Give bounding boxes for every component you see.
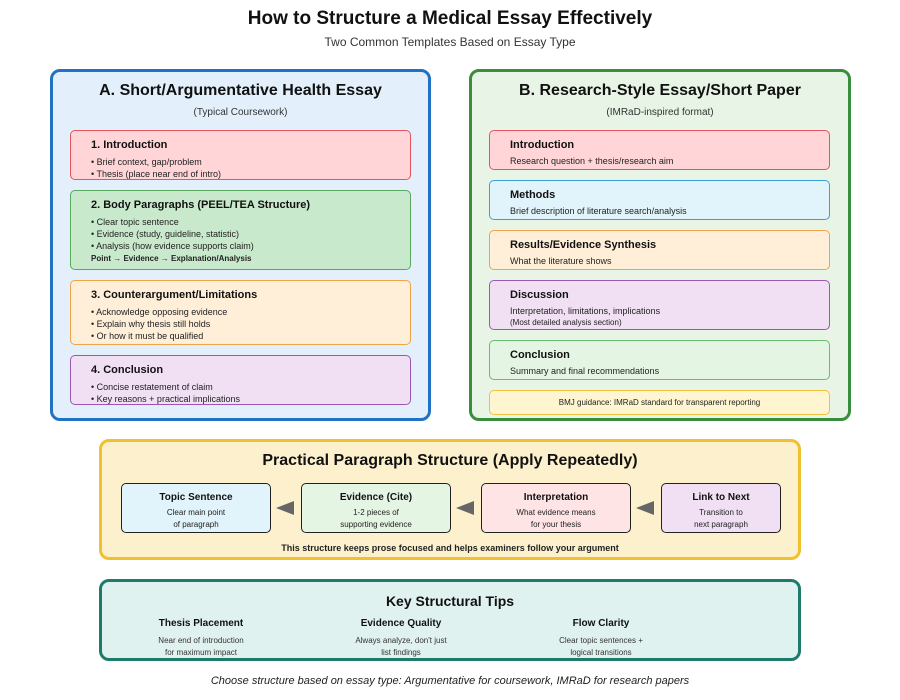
card-discussion: Discussion Interpretation, limitations, …: [489, 280, 830, 330]
arrow-left-icon: [276, 501, 294, 515]
card-line: • Analysis (how evidence supports claim): [91, 241, 254, 251]
card-line: Summary and final recommendations: [510, 366, 660, 376]
paragraph-caption: This structure keeps prose focused and h…: [281, 543, 619, 553]
card-note: (Most detailed analysis section): [510, 318, 622, 327]
card-heading: Methods: [510, 189, 556, 201]
section-a-subheading: (Typical Coursework): [193, 107, 288, 118]
tip-heading: Thesis Placement: [158, 618, 244, 629]
card-line: • Explain why thesis still holds: [91, 319, 211, 329]
tip-flow-clarity: Flow Clarity Clear topic sentences + log…: [526, 618, 676, 659]
arrow-left-icon: [456, 501, 474, 515]
step-heading: Evidence (Cite): [339, 492, 413, 503]
arrow-left-icon: [636, 501, 654, 515]
section-a-heading: A. Short/Argumentative Health Essay: [99, 82, 382, 99]
card-emphasis: Point → Evidence → Explanation/Analysis: [91, 254, 252, 263]
tips-heading: Key Structural Tips: [385, 593, 515, 609]
tip-text: logical transitions: [570, 648, 632, 657]
step-link-to-next: Link to Next Transition to next paragrap…: [661, 483, 781, 533]
step-interpretation: Interpretation What evidence means for y…: [481, 483, 631, 533]
card-line: • Brief context, gap/problem: [91, 157, 202, 167]
section-b-panel: B. Research-Style Essay/Short Paper (IMR…: [469, 69, 851, 421]
card-heading: Conclusion: [510, 349, 570, 361]
step-text: What evidence means: [516, 508, 596, 517]
card-line: • Or how it must be qualified: [91, 331, 204, 341]
step-text: Transition to: [699, 508, 743, 517]
page-subtitle: Two Common Templates Based on Essay Type: [324, 35, 576, 49]
tip-text: Near end of introduction: [158, 636, 244, 645]
card-conclusion: Conclusion Summary and final recommendat…: [489, 340, 830, 380]
card-heading: Discussion: [510, 289, 569, 301]
card-methods: Methods Brief description of literature …: [489, 180, 830, 220]
step-text: for your thesis: [530, 520, 582, 529]
card-line: • Clear topic sentence: [91, 217, 179, 227]
section-b-heading: B. Research-Style Essay/Short Paper: [519, 82, 801, 99]
step-text: 1-2 pieces of: [353, 508, 399, 517]
step-evidence: Evidence (Cite) 1-2 pieces of supporting…: [301, 483, 451, 533]
tips-panel: Key Structural Tips Thesis Placement Nea…: [99, 579, 801, 661]
card-line: Research question + thesis/research aim: [510, 156, 674, 166]
tip-heading: Flow Clarity: [572, 618, 630, 629]
card-heading: Results/Evidence Synthesis: [510, 239, 657, 251]
card-line: Brief description of literature search/a…: [510, 206, 687, 216]
tip-thesis-placement: Thesis Placement Near end of introductio…: [126, 618, 276, 659]
tip-evidence-quality: Evidence Quality Always analyze, don't j…: [326, 618, 476, 659]
card-line: • Evidence (study, guideline, statistic): [91, 229, 240, 239]
card-line: • Concise restatement of claim: [91, 382, 213, 392]
card-heading: 1. Introduction: [91, 139, 168, 151]
card-line: Interpretation, limitations, implication…: [510, 306, 661, 316]
paragraph-structure-panel: Practical Paragraph Structure (Apply Rep…: [99, 439, 801, 560]
tip-text: for maximum impact: [164, 648, 237, 657]
section-a-panel: A. Short/Argumentative Health Essay (Typ…: [50, 69, 431, 421]
step-heading: Interpretation: [523, 492, 589, 503]
card-line: • Acknowledge opposing evidence: [91, 307, 228, 317]
paragraph-heading: Practical Paragraph Structure (Apply Rep…: [262, 452, 638, 469]
page-title: How to Structure a Medical Essay Effecti…: [247, 8, 653, 29]
card-introduction: Introduction Research question + thesis/…: [489, 130, 830, 170]
step-heading: Link to Next: [692, 492, 750, 503]
card-line: What the literature shows: [510, 256, 612, 266]
card-results: Results/Evidence Synthesis What the lite…: [489, 230, 830, 270]
tip-heading: Evidence Quality: [360, 618, 442, 629]
card-line: • Thesis (place near end of intro): [91, 169, 222, 179]
guidance-note: BMJ guidance: IMRaD standard for transpa…: [489, 390, 830, 415]
card-body-paragraphs: 2. Body Paragraphs (PEEL/TEA Structure) …: [70, 190, 411, 270]
card-line: • Key reasons + practical implications: [91, 394, 240, 404]
section-b-subheading: (IMRaD-inspired format): [606, 107, 714, 118]
guidance-text: BMJ guidance: IMRaD standard for transpa…: [558, 398, 761, 407]
card-heading: 4. Conclusion: [91, 364, 164, 376]
card-heading: 2. Body Paragraphs (PEEL/TEA Structure): [91, 199, 311, 211]
card-introduction: 1. Introduction • Brief context, gap/pro…: [70, 130, 411, 180]
tip-text: Always analyze, don't just: [355, 636, 447, 645]
step-text: next paragraph: [694, 520, 748, 529]
step-text: supporting evidence: [340, 520, 412, 529]
card-counterargument: 3. Counterargument/Limitations • Acknowl…: [70, 280, 411, 345]
card-heading: 3. Counterargument/Limitations: [91, 289, 258, 301]
card-conclusion: 4. Conclusion • Concise restatement of c…: [70, 355, 411, 405]
step-topic-sentence: Topic Sentence Clear main point of parag…: [121, 483, 271, 533]
card-heading: Introduction: [510, 139, 575, 151]
step-text: Clear main point: [166, 508, 226, 517]
tip-text: Clear topic sentences +: [559, 636, 643, 645]
footer-note: Choose structure based on essay type: Ar…: [210, 675, 690, 687]
tip-text: list findings: [381, 648, 421, 657]
step-text: of paragraph: [173, 520, 219, 529]
step-heading: Topic Sentence: [159, 492, 233, 503]
